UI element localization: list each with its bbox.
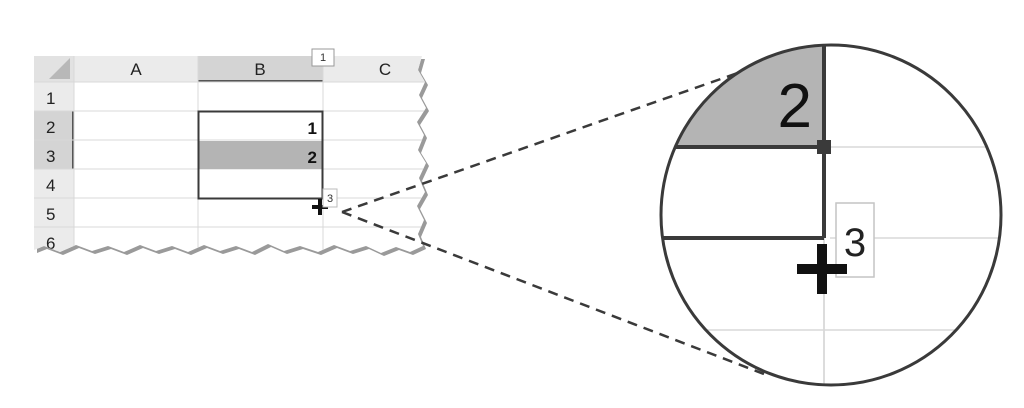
zoom-fill-cursor-icon	[797, 244, 847, 294]
cell-b3[interactable]: 2	[308, 148, 317, 167]
row-header-6[interactable]: 6	[46, 234, 55, 253]
zoom-magnifier: 2 3	[659, 43, 1003, 387]
row-header-4[interactable]: 4	[46, 176, 55, 195]
selection-border[interactable]	[197, 110, 324, 200]
column-badge: 1	[311, 48, 335, 67]
cursor-badge: 3	[322, 188, 338, 208]
zoom-cell-value: 2	[778, 72, 812, 141]
column-header-b-selected[interactable]	[198, 56, 323, 82]
zoom-callout-lines	[341, 66, 765, 376]
row-header-3-selected[interactable]	[34, 140, 74, 169]
row-header-5[interactable]: 5	[46, 205, 55, 224]
svg-text:3: 3	[844, 221, 866, 265]
column-header-a[interactable]: A	[130, 60, 142, 79]
svg-text:1: 1	[320, 52, 326, 64]
fill-cursor-icon	[312, 199, 328, 215]
svg-text:3: 3	[327, 193, 333, 205]
fill-handle-icon[interactable]	[817, 140, 831, 154]
cell-b2[interactable]: 1	[308, 119, 317, 138]
row-header-2[interactable]: 2	[46, 118, 55, 137]
zoom-circle-outline	[659, 43, 1003, 387]
row-header-1[interactable]: 1	[46, 89, 55, 108]
row-header-3[interactable]: 3	[46, 147, 55, 166]
column-header-c[interactable]: C	[379, 60, 391, 79]
row-header-2-selected[interactable]	[34, 111, 74, 140]
select-all-triangle-icon	[49, 58, 70, 79]
cell-b3-fill	[199, 141, 322, 169]
column-header-b[interactable]: B	[254, 60, 265, 79]
